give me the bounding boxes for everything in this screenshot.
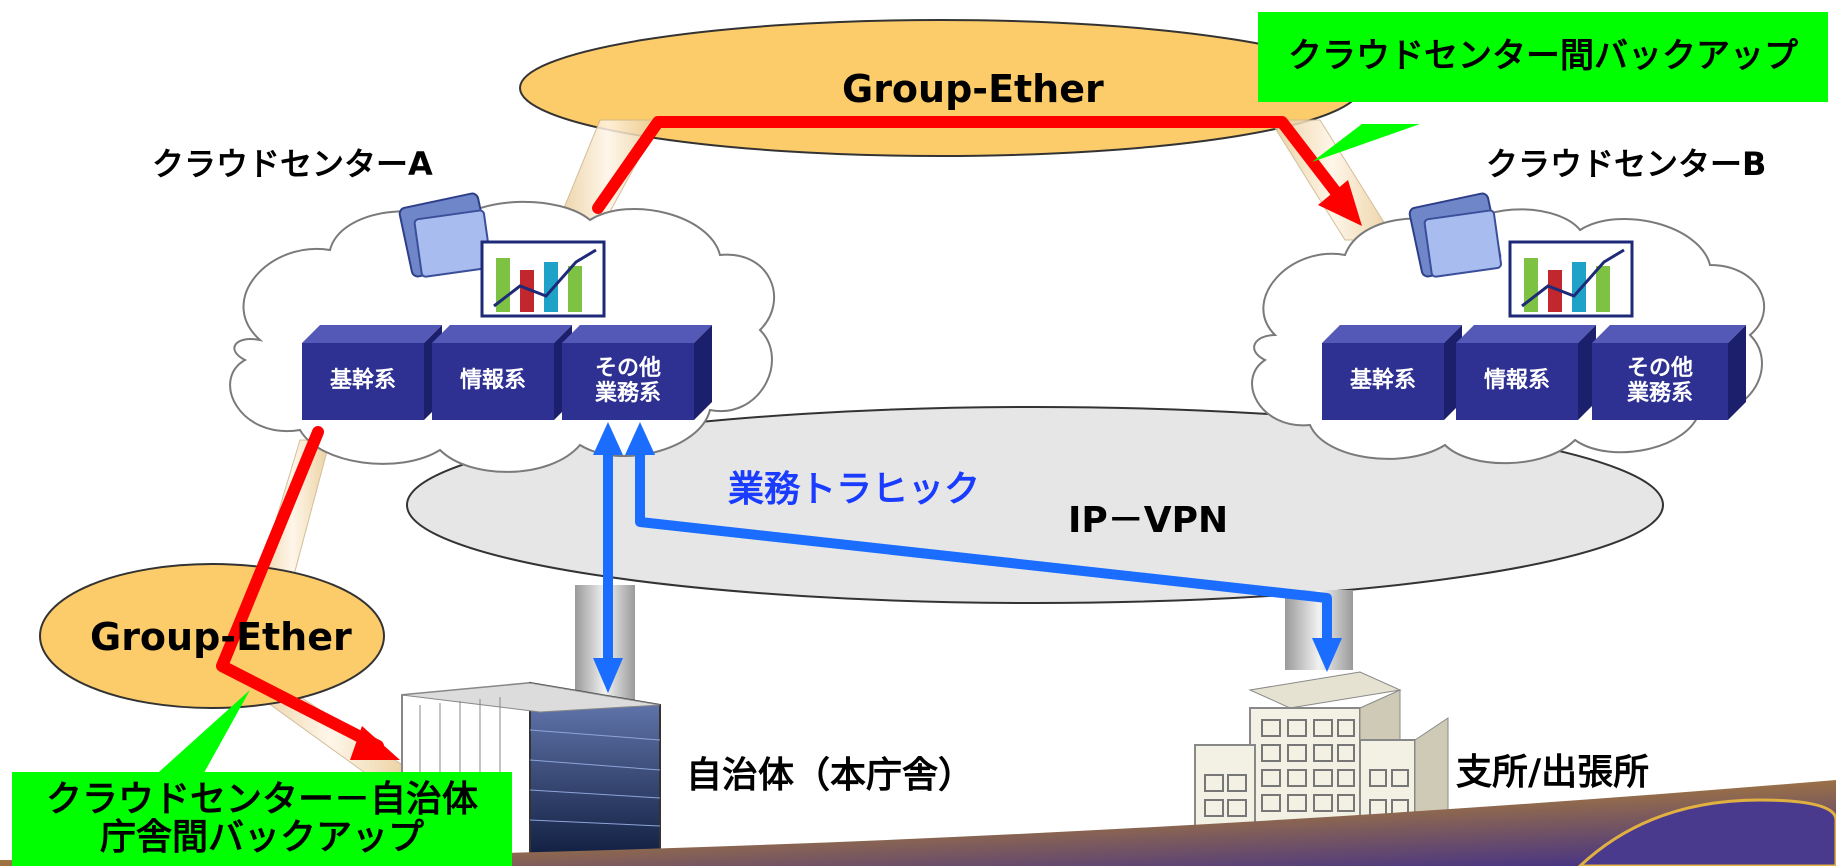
traffic-label: 業務トラヒック [728, 469, 981, 510]
left-ether-ellipse [39, 563, 385, 709]
server-core-b: 基幹系 [1349, 368, 1416, 394]
server-other-a: その他業務系 [594, 356, 661, 406]
pillar-branch [1285, 590, 1353, 670]
callout-inter-center: クラウドセンター間バックアップ [1258, 12, 1828, 102]
callout-center-to-office: クラウドセンター－自治体 庁舎間バックアップ [12, 772, 512, 866]
folder-icon [398, 192, 493, 278]
branch-label: 支所/出張所 [1456, 752, 1650, 793]
backup-arrows [216, 116, 1348, 752]
server-other-b: その他業務系 [1626, 356, 1693, 406]
backup-arrowheads [350, 180, 1362, 760]
corner-emblem [1577, 798, 1836, 866]
ipvpn-label: IP－VPN [1068, 500, 1229, 541]
server-info-b: 情報系 [1483, 368, 1550, 394]
chart-icon [480, 240, 606, 318]
chart-icon [1508, 240, 1634, 318]
traffic-arrows [603, 450, 1332, 660]
ipvpn-ellipse [406, 406, 1664, 604]
left-ether-label: Group-Ether [90, 615, 352, 659]
server-info-a: 情報系 [459, 368, 526, 394]
bottom-swoosh [0, 780, 1836, 866]
server-boxes-a [302, 325, 712, 420]
center-b-title: クラウドセンターB [1486, 145, 1767, 183]
folder-icon [1408, 192, 1503, 278]
callout-tail-office [150, 690, 250, 780]
main-office-label: 自治体（本庁舎） [686, 755, 975, 796]
center-a-title: クラウドセンターA [152, 145, 433, 183]
top-ether-label: Group-Ether [842, 67, 1104, 111]
traffic-arrowheads [593, 422, 1342, 693]
server-boxes-b [1322, 325, 1746, 420]
callout-tail-inter [1312, 124, 1420, 162]
server-core-a: 基幹系 [329, 368, 396, 394]
